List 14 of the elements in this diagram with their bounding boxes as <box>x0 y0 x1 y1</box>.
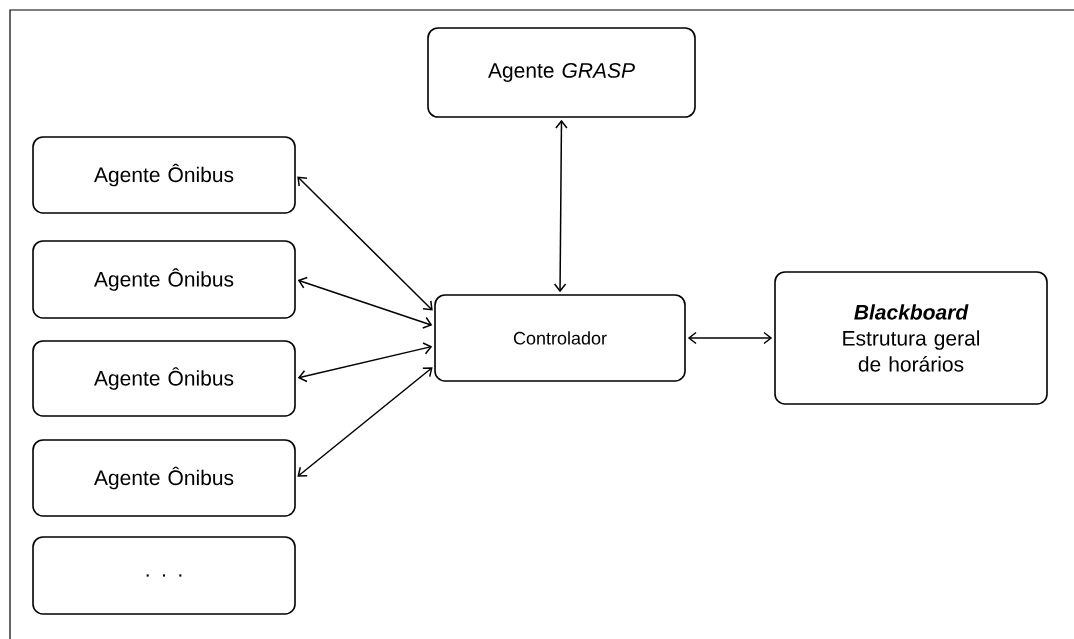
double-arrow <box>687 331 773 345</box>
agent-box: Agente GRASP <box>427 27 696 118</box>
blackboard-box: Blackboard Estrutura geral de horários <box>774 271 1048 405</box>
agent-box: Agente Ônibus <box>32 240 296 319</box>
double-arrow <box>297 342 433 383</box>
agent-box: Agente Ônibus <box>32 340 296 417</box>
agent-box: Agente Ônibus <box>32 439 296 517</box>
double-arrow <box>297 176 433 311</box>
controller-box: Controlador <box>434 294 686 382</box>
double-arrow <box>553 119 568 293</box>
agent-box: Agente Ônibus <box>32 136 296 214</box>
ellipsis-box: . . . <box>32 536 296 615</box>
double-arrow <box>297 276 433 329</box>
double-arrow <box>297 367 433 477</box>
